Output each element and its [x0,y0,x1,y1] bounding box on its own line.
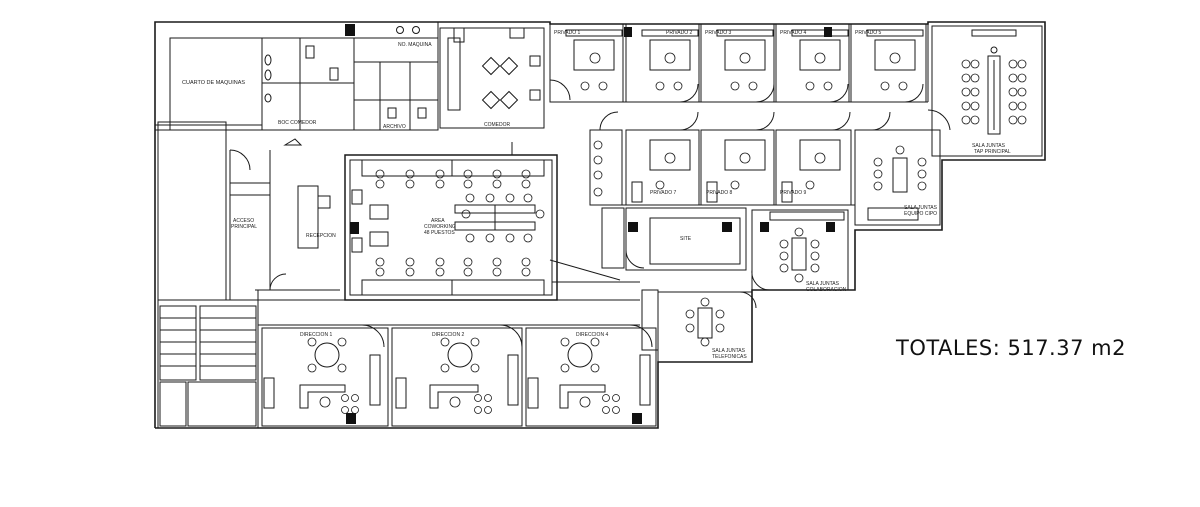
label-dining: COMEDOR [484,122,511,128]
label-direccion-2: DIRECCION 2 [432,332,464,338]
service-walls [155,22,545,131]
direccion-offices [257,290,657,428]
label-cowork-2: COWORKING [424,224,456,230]
direccion-chairs [307,337,620,414]
collab-room [751,209,849,291]
private-offices-chairs-mid [593,140,927,197]
label-access-2: PRINCIPAL [231,224,257,230]
label-team-meeting-1: SALA JUNTAS [904,205,938,211]
room-labels: CUARTO DE MAQUINAS NO. MAQUINA BOC COMED… [182,30,1011,360]
label-privado-4: PRIVADO 4 [780,30,807,36]
label-cowork-3: 48 PUESTOS [424,230,455,236]
label-privado-2: PRIVADO 2 [666,30,693,36]
label-privado-1: PRIVADO 1 [554,30,581,36]
coworking-chairs [375,169,545,277]
label-privado-5: PRIVADO 5 [855,30,882,36]
label-kitchen-a: BOC COMEDOR [278,120,317,126]
main-meeting-room [931,25,1043,157]
site-room [601,207,747,271]
label-privado-3: PRIVADO 3 [705,30,732,36]
label-main-meeting-2: TAP PRINCIPAL [974,149,1011,155]
column-block [345,24,355,36]
reception-walls [155,121,340,301]
label-privado-7: PRIVADO 7 [650,190,677,196]
label-collab-1: SALA JUNTAS [806,281,840,287]
private-offices-chairs-top [580,52,908,91]
label-main-meeting-1: SALA JUNTAS [972,143,1006,149]
stairs [157,299,259,429]
label-phone-2: TELEFONICAS [712,354,747,360]
label-reception: RECEPCION [306,233,336,239]
label-kitchen-b: ARCHIVO [383,124,406,130]
main-meeting-chairs [961,59,1027,125]
phone-meeting-room [641,289,757,363]
phone-meeting-chairs [685,297,725,347]
label-team-meeting-2: EQUIPO CIPO [904,211,937,217]
label-privado-8: PRIVADO 8 [706,190,733,196]
label-direccion-4: DIRECCION 4 [576,332,608,338]
label-machine-room: CUARTO DE MAQUINAS [182,80,245,86]
label-printer: NO. MAQUINA [398,42,432,48]
label-access-1: ACCESO [233,218,254,224]
label-privado-9: PRIVADO 9 [780,190,807,196]
column-block [350,222,359,234]
door-swing [927,109,951,131]
totals-area-label: TOTALES: 517.37 m2 [896,336,1126,360]
private-offices-top [549,23,929,103]
label-phone-1: SALA JUNTAS [712,348,746,354]
private-offices-mid [589,111,941,226]
coworking-walls [344,142,640,301]
label-direccion-1: DIRECCION 1 [300,332,332,338]
collab-chairs [779,227,820,283]
label-collab-2: COLABORACION [806,287,847,293]
label-site: SITE [680,236,692,242]
label-cowork-1: AREA [431,218,445,224]
